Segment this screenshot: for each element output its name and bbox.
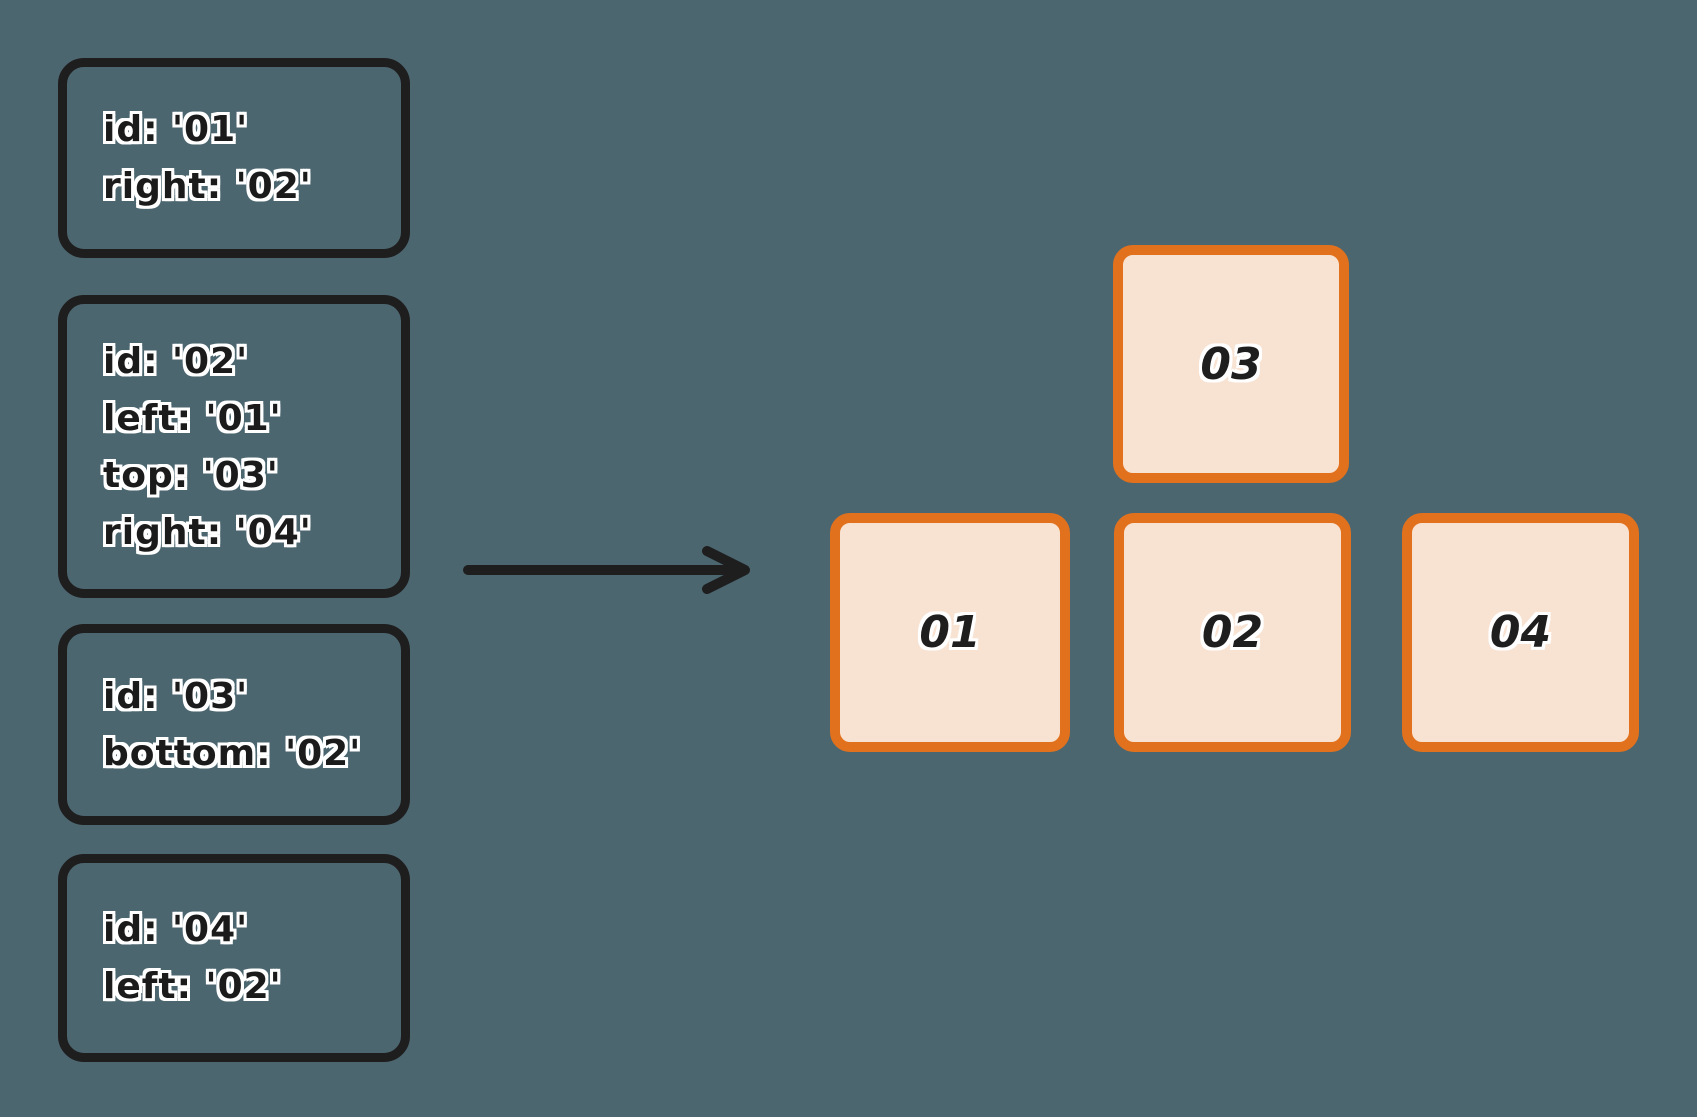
right-arrow-icon: [463, 546, 750, 594]
node-definition-box-03: id: '03' bottom: '02': [58, 624, 410, 825]
node-property: top: '03': [103, 454, 279, 496]
node-definition-box-01: id: '01' right: '02': [58, 58, 410, 258]
node-property: left: '02': [103, 966, 282, 1007]
layout-cell-04: 04: [1402, 513, 1639, 752]
node-property: id: '03': [103, 675, 249, 717]
node-definition-box-02: id: '02' left: '01' top: '03' right: '04…: [58, 295, 410, 598]
cell-label: 04: [1489, 607, 1552, 658]
node-property: bottom: '02': [103, 732, 362, 774]
node-definition-box-04: id: '04' left: '02': [58, 854, 410, 1062]
node-property: id: '01': [103, 109, 249, 150]
node-property: right: '04': [103, 511, 312, 553]
node-property: id: '02': [103, 340, 249, 382]
layout-cell-02: 02: [1114, 513, 1351, 752]
cell-label: 01: [919, 607, 981, 658]
layout-cell-03: 03: [1113, 245, 1349, 483]
layout-cell-01: 01: [830, 513, 1070, 752]
node-property: id: '04': [103, 909, 249, 950]
node-property: right: '02': [103, 166, 312, 207]
node-property: left: '01': [103, 397, 282, 439]
cell-label: 03: [1200, 338, 1262, 390]
cell-label: 02: [1201, 607, 1264, 658]
